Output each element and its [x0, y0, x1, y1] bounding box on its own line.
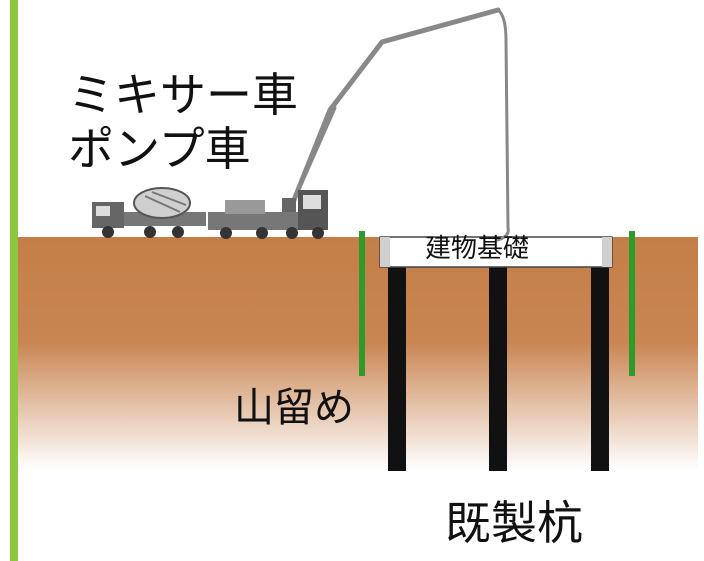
retaining-wall-left: [359, 231, 365, 376]
pile-right: [591, 266, 609, 471]
retaining-wall-right: [629, 231, 635, 376]
pump-truck-icon: [208, 190, 328, 239]
pump-boom: [288, 7, 510, 242]
pump-truck-label: ポンプ車: [68, 122, 251, 176]
foundation-edge-right: [602, 237, 612, 267]
piles-label: 既製杭: [445, 496, 583, 550]
accent-bar: [10, 0, 18, 561]
building-foundation-slab: [379, 236, 613, 268]
soil-ground: [18, 237, 698, 470]
pile-left: [388, 266, 406, 471]
building-foundation-label: 建物基礎: [425, 234, 530, 264]
mixer-truck-label: ミキサー車: [68, 68, 298, 122]
foundation-edge-left: [380, 237, 390, 267]
earth-retaining-label: 山留め: [234, 385, 354, 431]
mixer-truck-icon: [92, 187, 206, 238]
pile-center: [489, 266, 507, 471]
